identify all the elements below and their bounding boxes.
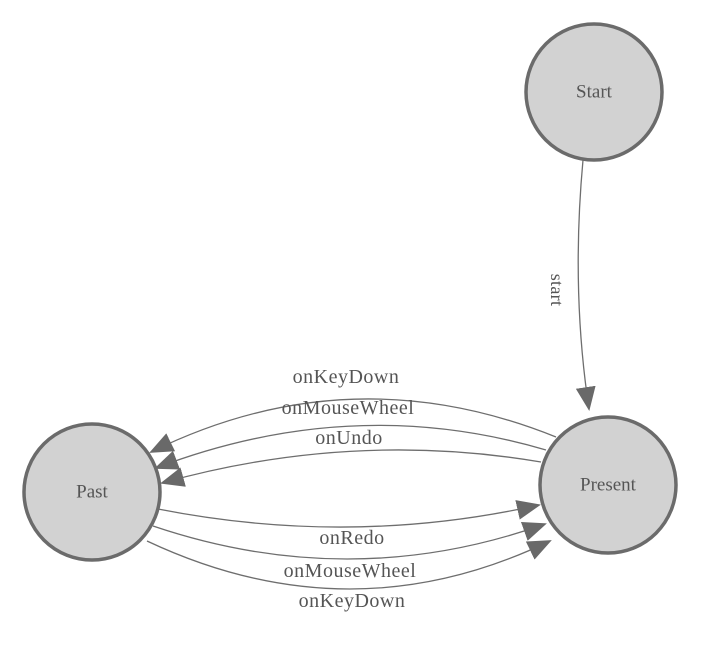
state-node-start-label: Start [576,82,613,103]
edge-present-to-past-undo [160,449,542,487]
edge-label-onkeydown-bottom: onKeyDown [299,590,406,612]
edge-label-onkeydown-top: onKeyDown [293,366,400,388]
state-node-present-label: Present [580,475,637,496]
state-node-start[interactable]: Start [524,22,664,162]
edge-label-onredo: onRedo [319,527,384,549]
edge-past-to-present-redo [157,500,541,528]
state-node-present-circle[interactable] [538,415,678,555]
state-node-start-circle[interactable] [524,22,664,162]
edge-label-start: start [547,274,567,307]
edge-start-to-present [575,159,596,411]
edge-label-onmousewheel-bottom: onMouseWheel [284,560,417,582]
edge-label-onmousewheel-top: onMouseWheel [282,397,415,419]
edge-present-to-past-mousewheel [154,424,547,470]
edge-past-to-present-keydown [146,540,552,590]
state-node-present[interactable]: Present [538,415,678,555]
state-node-past-label: Past [76,482,108,503]
edge-present-to-past-keydown [149,398,557,453]
state-node-past[interactable]: Past [22,422,162,562]
edge-past-to-present-mousewheel [152,521,547,560]
edge-label-onundo: onUndo [315,427,382,449]
state-node-past-circle[interactable] [22,422,162,562]
